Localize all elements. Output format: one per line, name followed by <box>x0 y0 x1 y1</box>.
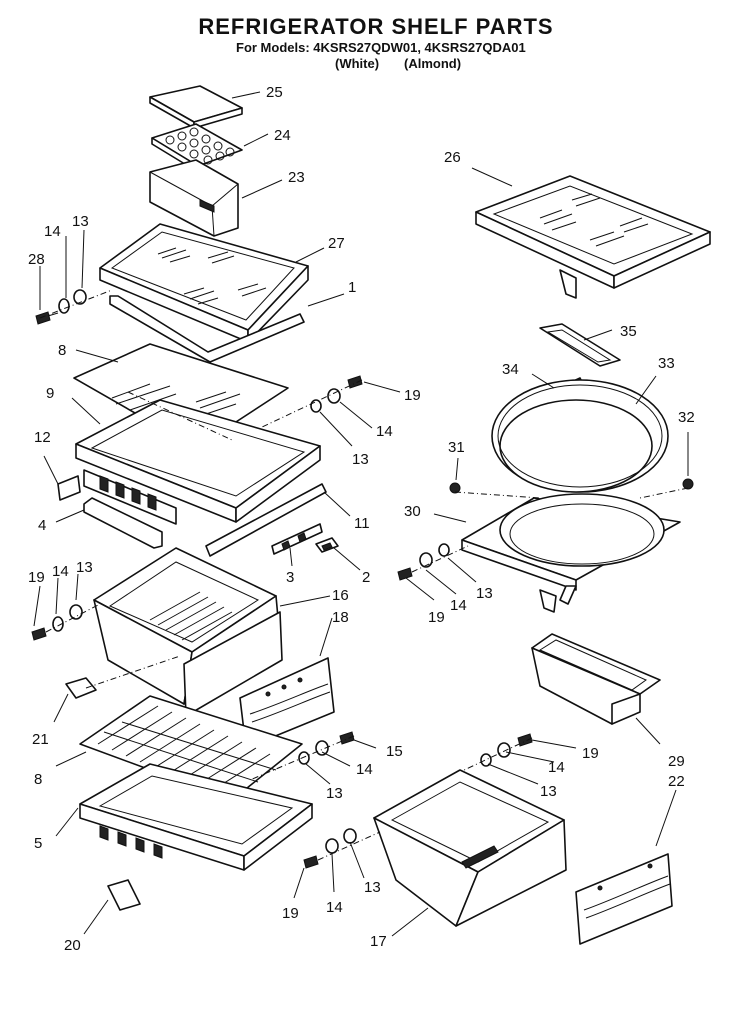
label-11: 11 <box>354 515 370 532</box>
label-21: 21 <box>32 731 49 748</box>
label-15: 15 <box>386 743 403 760</box>
label-22: 22 <box>668 773 685 790</box>
label-14: 14 <box>44 223 61 240</box>
part-27-glass-shelf <box>99 223 309 363</box>
label-27: 27 <box>328 235 345 252</box>
label-13: 13 <box>326 785 343 802</box>
label-26: 26 <box>444 149 461 166</box>
part-32-nut <box>682 478 694 490</box>
part-2-clip <box>315 537 339 553</box>
label-19: 19 <box>28 569 45 586</box>
label-28: 28 <box>28 251 45 268</box>
label-9: 9 <box>46 385 54 402</box>
part-21-slide <box>65 655 181 699</box>
color-white-label: (White) <box>335 56 380 71</box>
label-5: 5 <box>34 835 42 852</box>
screw-stack-bottom <box>303 828 381 869</box>
label-34: 34 <box>502 361 519 378</box>
screw-stack-15 <box>249 731 355 781</box>
part-28-screw-stack <box>35 289 113 325</box>
part-33-ring <box>491 379 669 493</box>
label-19: 19 <box>428 609 445 626</box>
label-19: 19 <box>582 745 599 762</box>
label-23: 23 <box>288 169 305 186</box>
label-13: 13 <box>352 451 369 468</box>
label-14: 14 <box>356 761 373 778</box>
label-14: 14 <box>52 563 69 580</box>
label-20: 20 <box>64 937 81 954</box>
screw-stack-right-lower <box>459 733 533 773</box>
label-32: 32 <box>678 409 695 426</box>
label-13: 13 <box>476 585 493 602</box>
part-4-rail <box>83 497 163 549</box>
part-17-lower-drawer <box>373 769 567 927</box>
label-8: 8 <box>34 771 42 788</box>
label-33: 33 <box>658 355 675 372</box>
part-number-labels: 25 24 23 26 27 14 13 28 1 8 9 19 14 13 3… <box>28 84 695 954</box>
label-14: 14 <box>548 759 565 776</box>
label-13: 13 <box>72 213 89 230</box>
models-line: For Models: 4KSRS27QDW01, 4KSRS27QDA01 <box>236 40 526 55</box>
label-17: 17 <box>370 933 387 950</box>
part-20-clip <box>107 879 141 911</box>
page-title: REFRIGERATOR SHELF PARTS <box>198 14 554 39</box>
part-16-crisper-drawer <box>93 547 283 717</box>
label-19: 19 <box>282 905 299 922</box>
label-29: 29 <box>668 753 685 770</box>
part-29-door-bin <box>531 633 661 725</box>
label-25: 25 <box>266 84 283 101</box>
label-16: 16 <box>332 587 349 604</box>
label-13: 13 <box>76 559 93 576</box>
label-14: 14 <box>450 597 467 614</box>
label-12: 12 <box>34 429 51 446</box>
label-3: 3 <box>286 569 294 586</box>
part-12-slide <box>57 475 81 501</box>
label-13: 13 <box>364 879 381 896</box>
part-23-bin <box>149 159 239 237</box>
part-22-drawer-front <box>575 853 673 945</box>
label-35: 35 <box>620 323 637 340</box>
part-35-hinge <box>539 323 621 367</box>
part-3-handle <box>271 523 323 555</box>
label-14: 14 <box>376 423 393 440</box>
part-9-crisper-cover <box>75 391 321 525</box>
label-4: 4 <box>38 517 46 534</box>
label-31: 31 <box>448 439 465 456</box>
color-almond-label: (Almond) <box>404 56 462 71</box>
label-18: 18 <box>332 609 349 626</box>
part-31-nut <box>449 482 461 494</box>
part-8-glass-panel-lower <box>79 695 303 801</box>
part-5-lower-frame <box>79 763 313 871</box>
label-2: 2 <box>362 569 370 586</box>
screw-stack-right-upper <box>259 375 363 429</box>
label-8: 8 <box>58 342 66 359</box>
label-30: 30 <box>404 503 421 520</box>
label-24: 24 <box>274 127 291 144</box>
screw-stack-30 <box>397 543 469 581</box>
label-1: 1 <box>348 279 356 296</box>
part-30-base-plate <box>454 487 689 613</box>
label-14: 14 <box>326 899 343 916</box>
screw-stack-left <box>31 603 101 641</box>
leader-lines <box>33 91 689 937</box>
part-25-cover <box>149 85 243 129</box>
part-11-rail <box>205 483 327 557</box>
label-13: 13 <box>540 783 557 800</box>
label-19: 19 <box>404 387 421 404</box>
part-26-glass-shelf <box>475 175 711 299</box>
